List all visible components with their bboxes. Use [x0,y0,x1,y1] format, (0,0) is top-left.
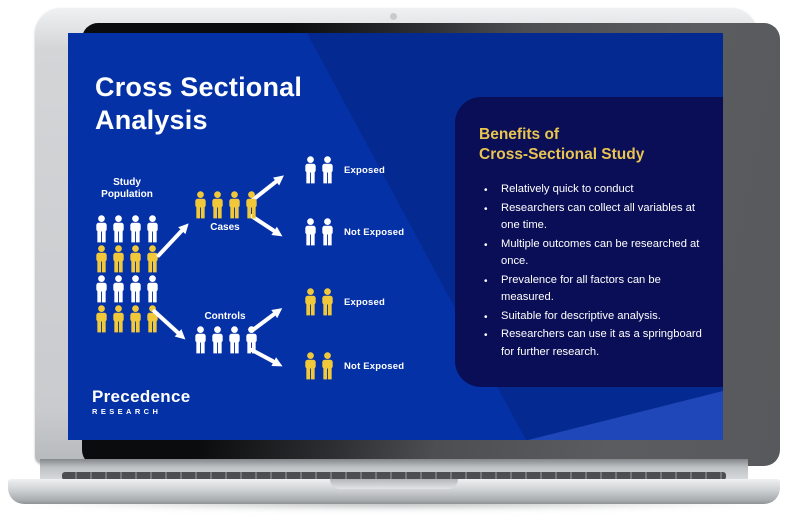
benefit-item: Suitable for descriptive analysis. [479,308,709,325]
population-row [94,305,160,333]
outcome-cases-not-exposed: Not Exposed [303,218,404,246]
benefit-item: Researchers can collect all variables at… [479,200,709,235]
benefit-item: Relatively quick to conduct [479,181,709,199]
person-icon [147,215,158,243]
person-icon [96,305,107,333]
person-icon [147,245,158,273]
benefits-heading-line1: Benefits of [479,126,560,143]
person-icon [305,218,316,246]
person-icon [113,275,124,303]
person-icon [113,215,124,243]
person-icon [96,275,107,303]
person-icon [113,245,124,273]
outcome-cases-exposed: Exposed [303,156,385,184]
outcome-controls-not-exposed: Not Exposed [303,352,404,380]
brand-logo-name: Precedence [92,387,191,406]
controls-group [193,326,259,354]
outcome-people [303,288,335,316]
person-icon [246,191,257,219]
person-icon [130,305,141,333]
person-icon [305,156,316,184]
person-icon [322,352,333,380]
person-icon [113,305,124,333]
webcam-dot [390,13,397,20]
person-icon [229,326,240,354]
study-population-label-line1: Study [113,177,141,188]
slide-title-line2: Analysis [95,105,208,135]
person-icon [322,156,333,184]
person-icon [96,245,107,273]
outcome-label: Exposed [344,164,385,176]
population-grid [94,215,160,333]
benefit-item: Multiple outcomes can be researched at o… [479,236,709,271]
benefits-heading: Benefits of Cross-Sectional Study [479,125,709,165]
outcome-label: Not Exposed [344,226,405,238]
outcome-label: Not Exposed [344,360,405,372]
benefit-item: Prevalence for all factors can be measur… [479,272,709,307]
outcome-people [303,218,335,246]
cases-label: Cases [210,222,240,233]
person-icon [322,218,333,246]
person-icon [246,326,257,354]
person-icon [130,275,141,303]
person-icon [130,245,141,273]
brand-logo: Precedence RESEARCH [92,387,191,417]
slide-title-line1: Cross Sectional [95,72,303,102]
population-row [94,275,160,303]
person-icon [212,191,223,219]
outcome-controls-exposed: Exposed [303,288,385,316]
study-population-label-line2: Population [101,188,153,200]
laptop-keyboard-row [62,472,726,480]
person-icon [322,288,333,316]
outcome-people [303,156,335,184]
outcome-label: Exposed [344,296,385,308]
person-icon [305,288,316,316]
person-icon [147,275,158,303]
person-icon [130,215,141,243]
person-icon [305,352,316,380]
person-icon [96,215,107,243]
person-icon [212,326,223,354]
benefits-heading-line2: Cross-Sectional Study [479,146,645,163]
population-row [94,245,160,273]
brand-logo-subtitle: RESEARCH [92,407,162,416]
benefits-list: Relatively quick to conductResearchers c… [479,181,709,361]
cases-group [193,191,259,219]
laptop-base-notch [330,479,458,489]
benefit-item: Researchers can use it as a springboard … [479,326,709,361]
person-icon [195,191,206,219]
outcome-people [303,352,335,380]
person-icon [195,326,206,354]
controls-label: Controls [204,311,246,322]
person-icon [229,191,240,219]
population-row [94,215,160,243]
benefits-panel: Benefits of Cross-Sectional Study Relativ… [455,97,723,387]
